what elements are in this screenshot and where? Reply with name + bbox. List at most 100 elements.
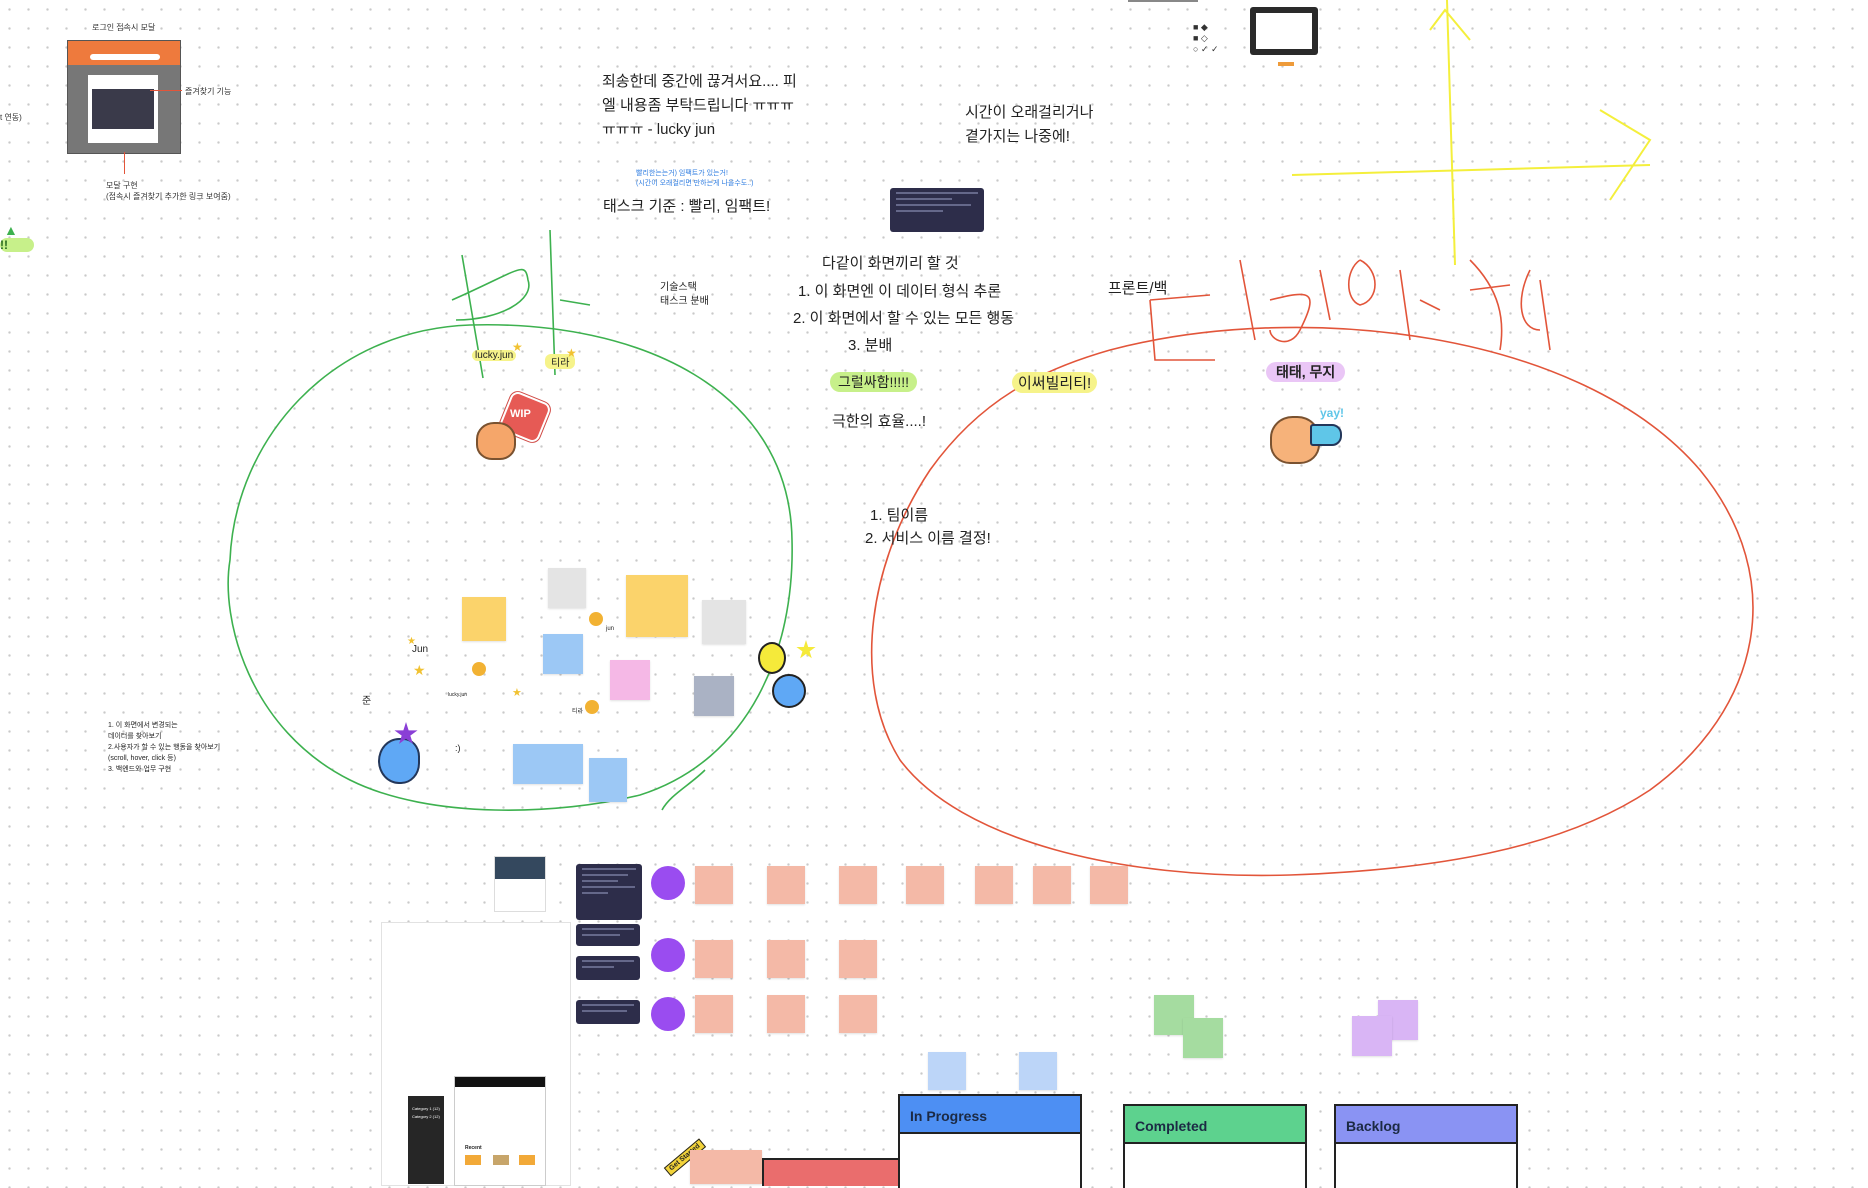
sticky-note[interactable] xyxy=(1033,866,1071,904)
bookmark-label: 즐겨찾기 기능 xyxy=(185,87,232,96)
yay-text: yay! xyxy=(1320,406,1345,420)
sticky-note[interactable] xyxy=(975,866,1013,904)
purple-circle-node[interactable] xyxy=(651,938,685,972)
sticky-note[interactable] xyxy=(767,940,805,978)
code-snippet xyxy=(576,1000,640,1024)
lightblue-sticky[interactable] xyxy=(928,1052,966,1090)
usability-label: 이써빌리티! xyxy=(1012,372,1098,393)
code-snippet xyxy=(576,924,640,946)
jun-kr-label: 준 xyxy=(362,696,372,707)
apology-line-3: ㅠㅠㅠ - lucky jun xyxy=(602,121,716,138)
front-back-label: 프론트/백 xyxy=(1108,280,1168,297)
sticky-note[interactable] xyxy=(1090,866,1128,904)
sticky-note[interactable] xyxy=(695,995,733,1033)
sticky-note[interactable] xyxy=(1352,1016,1392,1056)
mock-app-sidebar: Category 1 (12) Category 2 (12) xyxy=(408,1096,444,1184)
sticky-note[interactable] xyxy=(1183,1018,1223,1058)
kanban-column-completed[interactable]: Completed xyxy=(1123,1104,1307,1188)
modal-impl-label-1: 모달 구현 xyxy=(106,181,138,190)
mock-thumb xyxy=(519,1155,535,1165)
apology-line-2: 엘 내용좀 부탁드립니다 ㅠㅠㅠ xyxy=(602,97,794,114)
party-face-icon xyxy=(772,674,806,708)
sticky-note[interactable] xyxy=(839,940,877,978)
kanban-header-in-progress: In Progress xyxy=(900,1096,1080,1134)
left-list-line-5: 3. 백엔드와 업무 구현 xyxy=(108,766,172,773)
purple-circle-node[interactable] xyxy=(651,997,685,1031)
sticky-note[interactable] xyxy=(695,940,733,978)
left-list-line-3: 2.사용자가 할 수 있는 행동을 찾아보기 xyxy=(108,744,221,751)
mock-category-2: Category 2 (12) xyxy=(412,1114,440,1119)
sticky-note[interactable] xyxy=(906,866,944,904)
yellow-vertical-line xyxy=(1446,0,1456,266)
star-icon: ★ xyxy=(407,636,416,647)
purple-circle-node[interactable] xyxy=(651,866,685,900)
sticky-note[interactable] xyxy=(610,660,650,700)
green-circle-stroke xyxy=(227,323,793,811)
together-item-3: 3. 분배 xyxy=(848,337,893,354)
clapping-hands-sticker xyxy=(376,722,424,784)
code-snippet-top xyxy=(890,188,984,232)
left-green-blob xyxy=(0,238,34,252)
wip-text: WIP xyxy=(510,408,531,420)
frame-thumbnail[interactable] xyxy=(1250,7,1318,55)
star-icon: ★ xyxy=(566,346,577,360)
emoji-love-icon xyxy=(589,612,603,626)
sticky-note[interactable] xyxy=(695,866,733,904)
modal-mock-frame xyxy=(67,40,181,154)
together-title: 다같이 화면끼리 할 것 xyxy=(822,255,959,272)
dark-card[interactable] xyxy=(494,856,546,912)
yellow-horizontal-arrowhead xyxy=(1599,109,1652,201)
apology-line-1: 죄송한데 중간에 끊겨서요.... 피 xyxy=(602,73,797,90)
star-icon: ★ xyxy=(512,340,523,354)
left-list-line-2: 데이터를 찾아보기 xyxy=(108,733,162,740)
lucky-jun-small: lucky.jun xyxy=(448,692,468,698)
tech-stack-label: 기술스택 xyxy=(660,282,697,293)
mock-thumb xyxy=(493,1155,509,1165)
sticky-note[interactable] xyxy=(513,744,583,784)
party-hat-icon xyxy=(796,640,816,659)
yellow-horizontal-line xyxy=(1291,164,1651,176)
yay-cat-sticker: yay! xyxy=(1266,392,1350,476)
emoji-love-icon xyxy=(472,662,486,676)
modal-impl-label-2: (접속시 즐겨찾기 추가한 링크 보여줌) xyxy=(106,192,231,201)
impl-arrow xyxy=(124,152,125,174)
sticky-note[interactable] xyxy=(767,866,805,904)
sticky-note[interactable] xyxy=(839,995,877,1033)
later-line-2: 곁가지는 나중에! xyxy=(965,128,1070,145)
sticky-note[interactable] xyxy=(626,575,688,637)
sticky-note[interactable] xyxy=(543,634,583,674)
kanban-header-backlog: Backlog xyxy=(1336,1106,1516,1144)
kanban-column-in-progress[interactable]: In Progress xyxy=(898,1094,1082,1188)
frame-thumbnail-inner xyxy=(1256,13,1312,49)
megaphone-icon xyxy=(1310,424,1342,446)
sticky-note[interactable] xyxy=(694,676,734,716)
cut-off-text: t 연동) xyxy=(0,113,22,122)
sticky-note[interactable] xyxy=(589,758,627,802)
left-list-line-4: (scroll, hover, click 등) xyxy=(108,755,176,762)
star-icon: ★ xyxy=(413,662,426,678)
later-line-1: 시간이 오래걸리거나 xyxy=(965,104,1094,121)
sticky-note[interactable] xyxy=(839,866,877,904)
kanban-header-completed: Completed xyxy=(1125,1106,1305,1144)
sticky-note[interactable] xyxy=(767,995,805,1033)
code-snippet xyxy=(576,956,640,980)
lightblue-sticky[interactable] xyxy=(1019,1052,1057,1090)
efficiency-label: 극한의 효율....! xyxy=(832,413,927,430)
left-green-text: !! xyxy=(0,238,8,252)
modal-mock-window xyxy=(88,75,158,143)
left-list-line-1: 1. 이 화면에서 변경되는 xyxy=(108,722,178,729)
star-icon: ★ xyxy=(512,687,522,699)
kanban-column-backlog[interactable]: Backlog xyxy=(1334,1104,1518,1188)
sticky-note[interactable] xyxy=(548,568,586,608)
salmon-card[interactable] xyxy=(690,1150,762,1184)
blue-note-line-1: 빨리한는는거) 임팩트가 있는거! xyxy=(636,170,728,177)
mock-thumb xyxy=(465,1155,481,1165)
green-circle-tail xyxy=(661,769,706,811)
sticky-note[interactable] xyxy=(462,597,506,641)
green-pl-scribble xyxy=(451,229,591,379)
sticky-note[interactable] xyxy=(702,600,746,644)
modal-section-title: 로그인 접속시 모달 xyxy=(92,23,156,32)
smile-label: :) xyxy=(455,743,461,753)
tira-label: 티라 xyxy=(545,354,576,369)
